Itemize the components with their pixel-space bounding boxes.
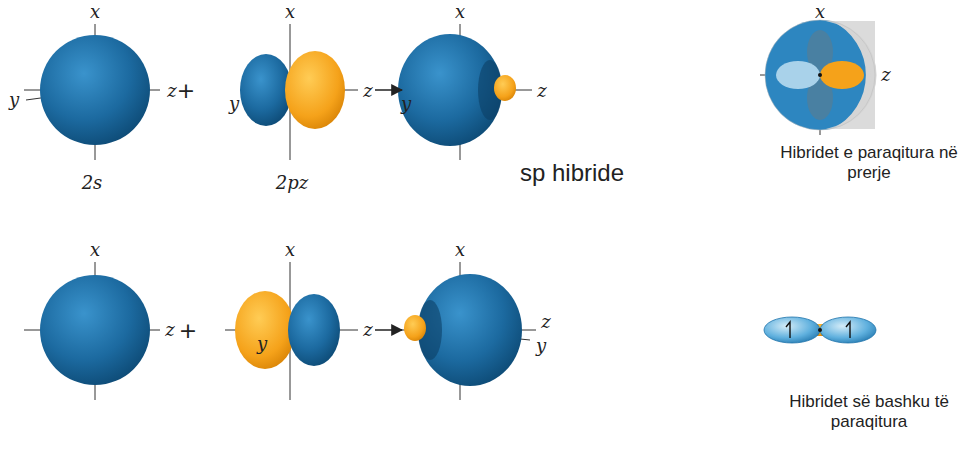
s-orbital bbox=[40, 35, 150, 145]
axis-label: y bbox=[229, 94, 239, 115]
cross-section-blue bbox=[765, 20, 875, 130]
orbital-name: 2pz bbox=[276, 173, 308, 194]
plus-sign: + bbox=[177, 78, 195, 103]
sp-hybrid-small-lobe bbox=[404, 315, 426, 341]
axis-label: x bbox=[455, 2, 465, 23]
axis-label: y bbox=[9, 90, 19, 111]
sp-hybrid-lobe bbox=[398, 34, 502, 146]
combined-hybrids bbox=[764, 317, 876, 343]
axis-label: x bbox=[815, 2, 825, 23]
axis-label: z bbox=[537, 81, 546, 102]
axes bbox=[24, 24, 875, 400]
axis-label: x bbox=[285, 240, 295, 261]
axis-label: x bbox=[90, 240, 100, 261]
caption: Hibridet së bashku të paraqitura bbox=[769, 392, 969, 431]
axis-label: z bbox=[165, 320, 174, 341]
axis-label: y bbox=[257, 334, 267, 355]
axis-label: y bbox=[536, 336, 546, 357]
sp-hybrid-small-lobe bbox=[494, 75, 516, 101]
axis-label: x bbox=[285, 2, 295, 23]
axis-label: x bbox=[455, 240, 465, 261]
p-lobe bbox=[240, 54, 292, 126]
axis-label: z bbox=[363, 320, 372, 341]
s-orbital bbox=[40, 275, 150, 385]
p-lobe bbox=[235, 291, 295, 369]
axis-label: x bbox=[90, 2, 100, 23]
title-patch bbox=[486, 156, 658, 190]
orbital-name: 2s bbox=[82, 173, 103, 194]
reaction-arrow bbox=[375, 329, 402, 331]
cross-section-lobe bbox=[820, 61, 864, 89]
hybrid-title: sp hibride bbox=[516, 159, 628, 187]
p-lobe bbox=[288, 294, 340, 366]
sp-hybrid-lobe bbox=[418, 274, 522, 386]
axis-label: z bbox=[541, 312, 550, 333]
axis-label: z bbox=[363, 81, 372, 102]
caption: Hibridet e paraqitura në prerje bbox=[769, 143, 969, 182]
axis-label: y bbox=[401, 94, 411, 115]
axis-label: z bbox=[881, 65, 890, 86]
cross-section-lobe bbox=[776, 61, 820, 89]
axis-label: z bbox=[167, 81, 176, 102]
plus-sign: + bbox=[179, 318, 197, 343]
reaction-arrow bbox=[375, 89, 402, 91]
p-lobe bbox=[285, 51, 345, 129]
